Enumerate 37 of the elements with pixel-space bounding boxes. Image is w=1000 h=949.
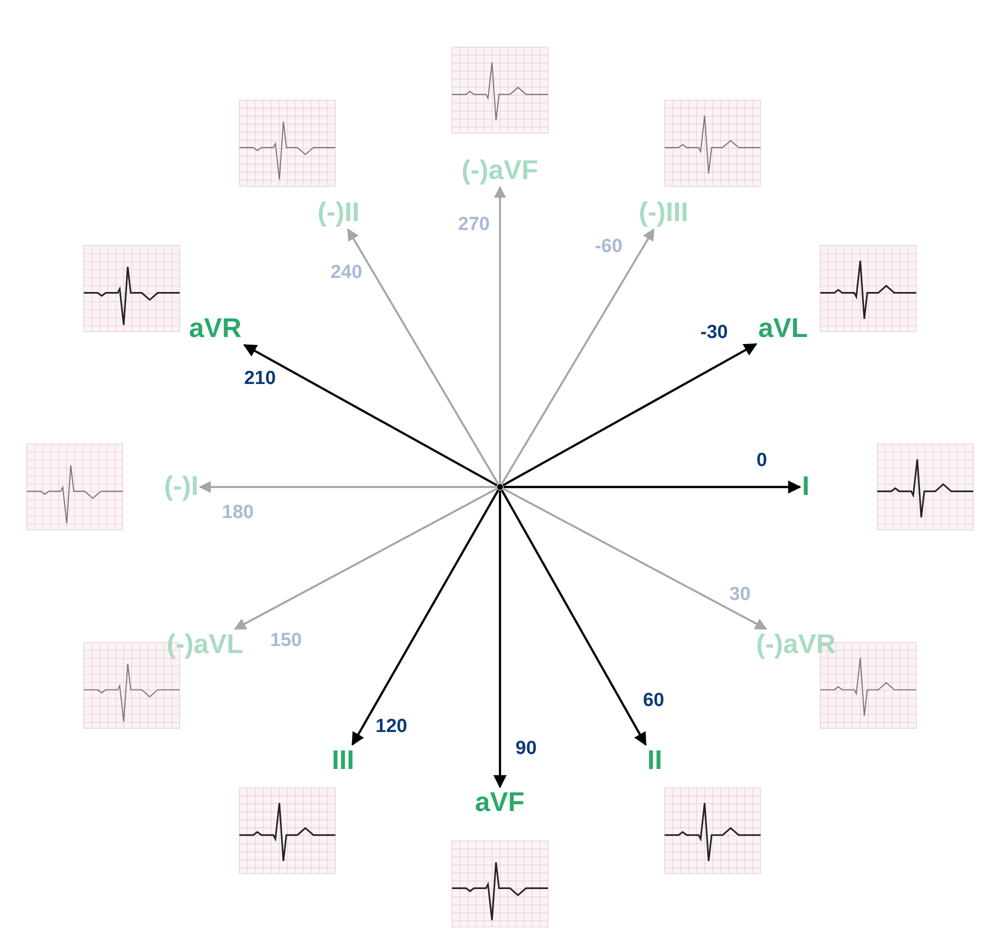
lead-label: aVL [756, 313, 810, 345]
arrow [198, 481, 496, 493]
arrow [494, 186, 506, 484]
arrow [500, 490, 647, 746]
angle-label: 180 [222, 502, 254, 524]
angle-label: 270 [458, 214, 490, 236]
angle-label: 240 [330, 262, 362, 284]
angle-label: 60 [643, 690, 664, 712]
arrow [347, 228, 500, 484]
lead-label: aVF [473, 787, 527, 819]
arrow [504, 480, 802, 494]
lead-label: (-)aVF [460, 155, 540, 187]
arrow [234, 488, 498, 630]
arrow [493, 490, 507, 788]
arrow [243, 344, 498, 486]
center-point [497, 484, 503, 490]
lead-label: (-)II [316, 197, 362, 230]
lead-label: (-)III [636, 197, 690, 230]
arrow [502, 488, 768, 630]
angle-label: -30 [700, 322, 728, 344]
arrow [500, 228, 655, 484]
angle-label: 30 [729, 584, 751, 606]
lead-label: (-)aVR [754, 629, 838, 661]
lead-label: II [645, 744, 664, 776]
lead-label: aVR [187, 313, 244, 345]
arrow [502, 343, 758, 486]
lead-label: (-)aVL [164, 629, 246, 661]
angle-label: 150 [270, 630, 302, 652]
angle-label: 90 [516, 738, 537, 760]
angle-label: 210 [244, 368, 276, 390]
angle-label: 120 [376, 716, 408, 738]
lead-label: (-)I [162, 471, 200, 503]
lead-label: III [330, 744, 356, 776]
lead-label: I [800, 471, 812, 503]
angle-label: 0 [756, 450, 768, 472]
arrow [351, 489, 500, 746]
angle-label: -60 [594, 236, 622, 258]
